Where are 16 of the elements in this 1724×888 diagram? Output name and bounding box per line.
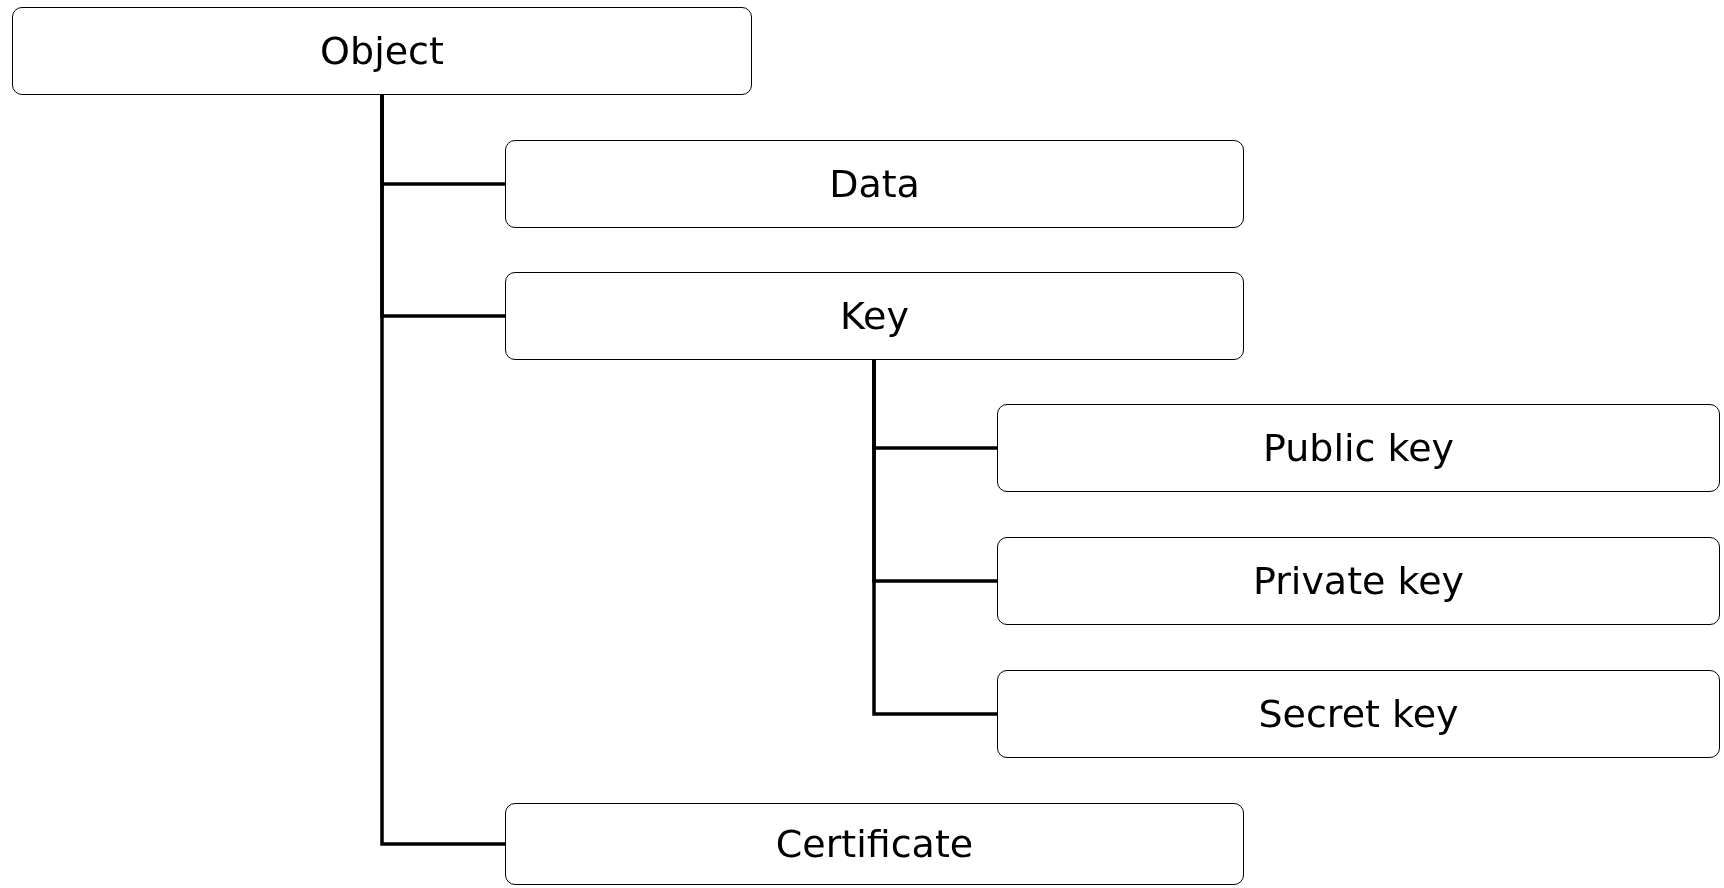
class-box: [505, 140, 1244, 228]
class-name: Object: [320, 29, 444, 73]
class-box: [997, 670, 1720, 758]
class-name: Private key: [1252, 559, 1465, 603]
class-name: Key: [840, 294, 909, 338]
class-box: [505, 272, 1244, 360]
class-box: [997, 537, 1720, 625]
class-name: Public key: [1262, 426, 1455, 470]
class-box: [505, 803, 1244, 885]
class-name: Secret key: [1258, 692, 1459, 736]
class-box: [12, 7, 752, 95]
class-name: Certificate: [775, 822, 974, 866]
connector-line: [380, 95, 505, 846]
class-name: Data: [829, 162, 920, 206]
connector-line: [872, 360, 997, 716]
class-box: [997, 404, 1720, 492]
